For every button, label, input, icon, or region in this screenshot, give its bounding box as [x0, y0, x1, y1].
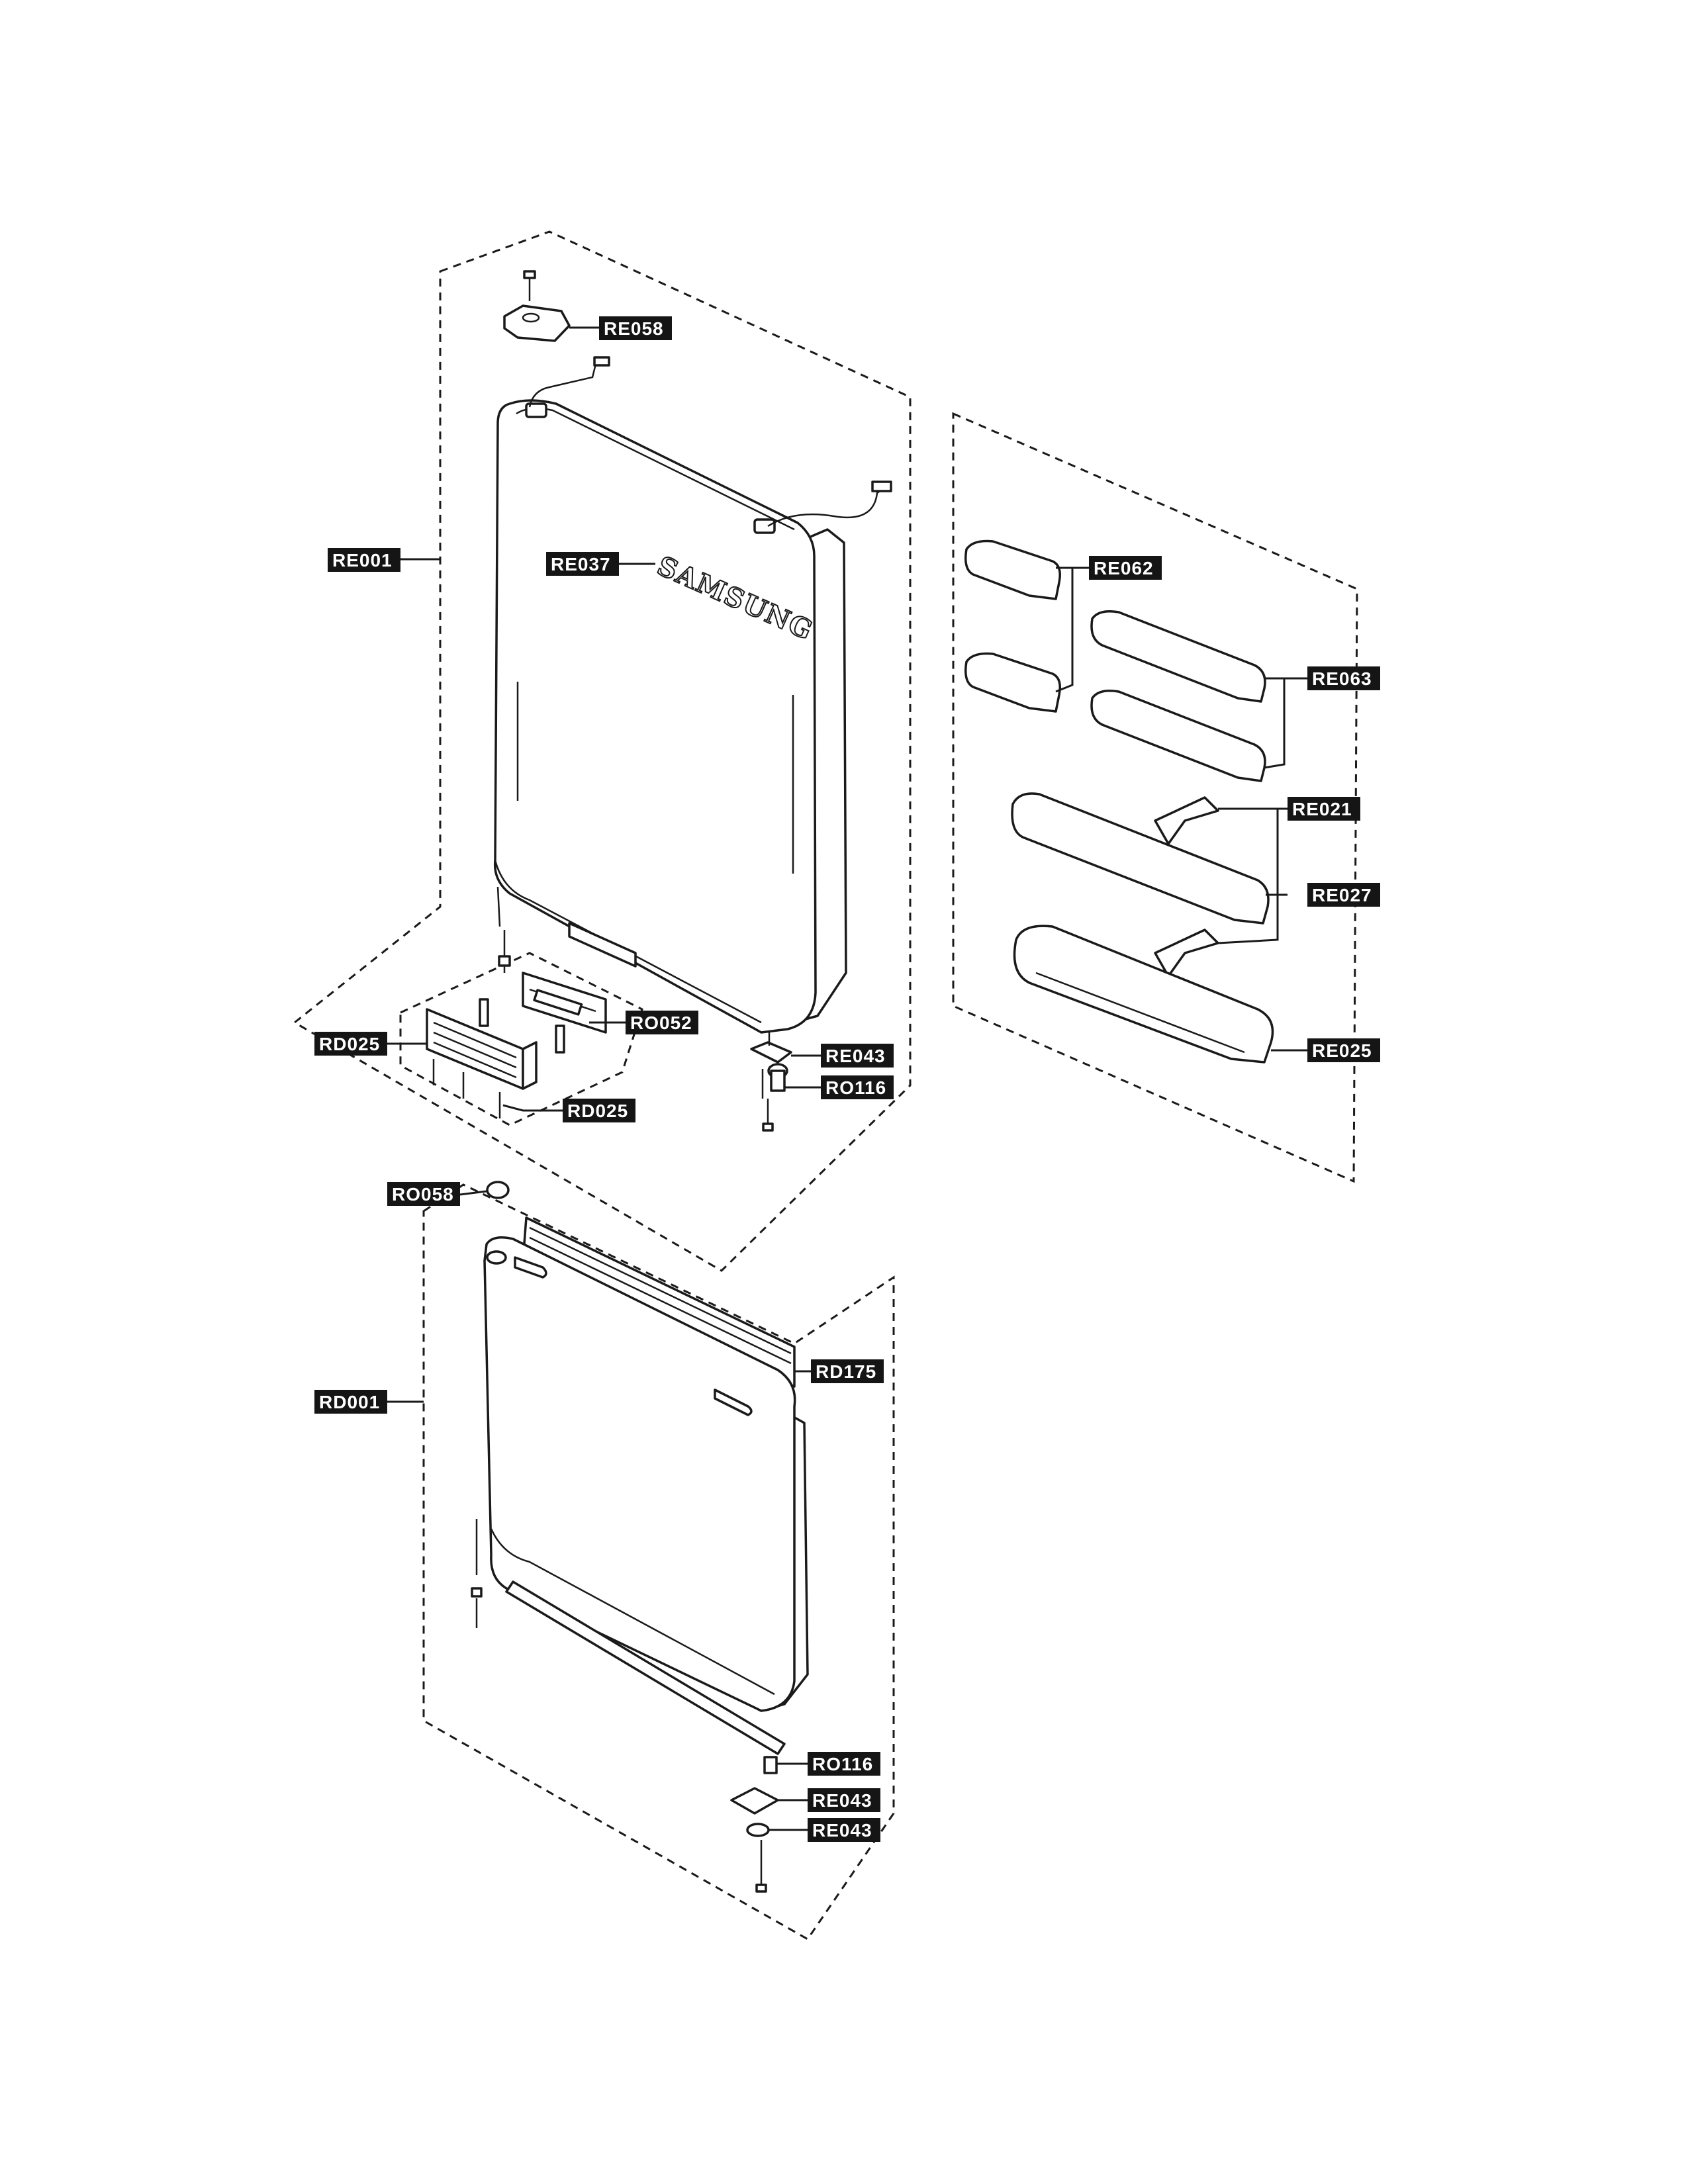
callout-ro058-text: RO058: [392, 1184, 454, 1205]
callout-re058[interactable]: RE058: [599, 316, 672, 340]
leader-lines: [387, 326, 1307, 1831]
callout-re043-lower-b-text: RE043: [812, 1820, 872, 1841]
callout-re062[interactable]: RE062: [1089, 556, 1162, 580]
callout-ro116-upper[interactable]: RO116: [821, 1075, 894, 1099]
callout-ro052[interactable]: RO052: [626, 1011, 698, 1034]
callout-rd175-text: RD175: [816, 1361, 876, 1382]
callout-rd025-left-text: RD025: [319, 1034, 380, 1054]
callout-re021-text: RE021: [1292, 799, 1352, 819]
display-module-part: [426, 972, 607, 1118]
callout-re027[interactable]: RE027: [1307, 883, 1380, 907]
callout-rd175[interactable]: RD175: [811, 1359, 884, 1383]
callout-rd025-bottom[interactable]: RD025: [563, 1099, 635, 1122]
callout-re063[interactable]: RE063: [1307, 666, 1380, 690]
callout-re025-text: RE025: [1312, 1040, 1372, 1061]
callout-rd025-left[interactable]: RD025: [314, 1032, 387, 1056]
callout-ro116-lower[interactable]: RO116: [808, 1752, 880, 1776]
callout-re025[interactable]: RE025: [1307, 1038, 1380, 1062]
callout-re043-lower-a-text: RE043: [812, 1790, 872, 1811]
callout-rd001-text: RD001: [319, 1392, 380, 1412]
fridge-door-assembly-boundary: [293, 230, 912, 1272]
callout-re063-text: RE063: [1312, 668, 1372, 689]
callout-ro058[interactable]: RO058: [387, 1182, 460, 1206]
door-bins-group-boundary: [952, 412, 1358, 1183]
callout-re043-lower-b[interactable]: RE043: [808, 1818, 880, 1842]
freezer-door-part: [471, 1236, 809, 1893]
freezer-door-assembly-boundary: [422, 1183, 895, 1940]
hinge-cap-part: [503, 270, 571, 342]
callout-re001-text: RE001: [332, 550, 393, 570]
top-cap-part: [486, 1181, 510, 1199]
callout-re043-upper[interactable]: RE043: [821, 1044, 894, 1068]
callout-rd001[interactable]: RD001: [314, 1390, 387, 1414]
callout-re058-text: RE058: [604, 318, 664, 339]
callout-re001[interactable]: RE001: [328, 548, 400, 572]
callout-re027-text: RE027: [1312, 885, 1372, 905]
callout-ro116-lower-text: RO116: [812, 1754, 873, 1774]
callout-rd025-bottom-text: RD025: [567, 1101, 628, 1121]
callout-re062-text: RE062: [1094, 558, 1154, 578]
callout-re043-upper-text: RE043: [825, 1046, 886, 1066]
callout-re037-text: RE037: [551, 554, 611, 574]
door-bins-part: [964, 539, 1274, 1064]
callout-re037[interactable]: RE037: [546, 552, 619, 576]
callout-re043-lower-a[interactable]: RE043: [808, 1788, 880, 1812]
callout-ro116-upper-text: RO116: [825, 1077, 886, 1098]
display-module-boundary: [399, 952, 643, 1126]
callout-ro052-text: RO052: [630, 1013, 692, 1033]
callout-re021[interactable]: RE021: [1288, 797, 1360, 821]
